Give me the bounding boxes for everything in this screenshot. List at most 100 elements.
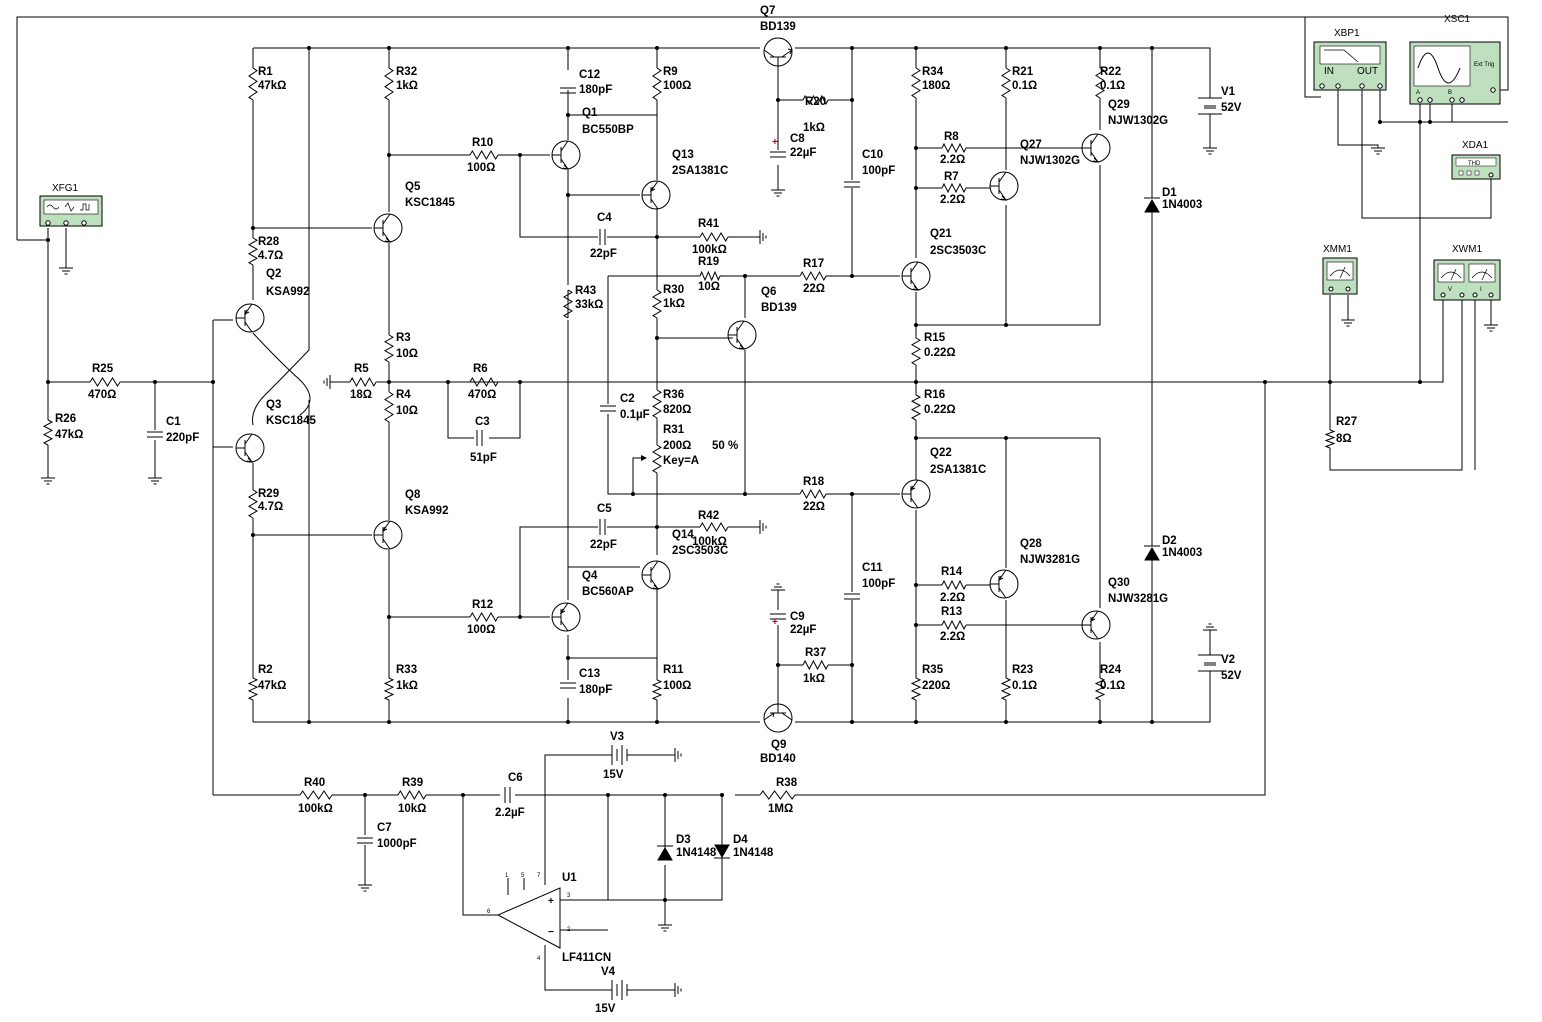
label-q28-ref: Q28 (1020, 538, 1042, 550)
label-r42-value: 100kΩ (692, 536, 727, 548)
label-c3-value: 51pF (470, 452, 497, 464)
instrument-xbp1[interactable] (1313, 41, 1387, 91)
label-c10-value: 100pF (862, 165, 895, 177)
label-r39-value: 10kΩ (398, 803, 426, 815)
xsc1-label: XSC1 (1444, 14, 1471, 25)
label-r18-ref: R18 (803, 476, 825, 488)
xwm1-i: I (1480, 287, 1482, 293)
label-r37-ref: R37 (805, 647, 826, 659)
label-q29-value: NJW1302G (1108, 115, 1168, 127)
label-r24-ref: R24 (1100, 664, 1122, 676)
svg-text:+: + (772, 137, 778, 148)
label-c10-ref: C10 (862, 149, 883, 161)
label-r18-value: 22Ω (803, 501, 825, 513)
label-r1-ref: R1 (258, 66, 273, 78)
xmm1-label: XMM1 (1323, 244, 1352, 255)
junction-dots (46, 46, 1432, 902)
instrument-xmm1[interactable] (1322, 257, 1358, 295)
label-q5-ref: Q5 (405, 181, 421, 193)
label-d2-ref: D2 (1162, 535, 1177, 547)
label-r19-value: 10Ω (698, 281, 720, 293)
label-c1-ref: C1 (166, 416, 181, 428)
label-c8-ref: C8 (790, 133, 805, 145)
label-r31-value: 200Ω (663, 440, 691, 452)
label-q13-value: 2SA1381C (672, 165, 728, 177)
label-r41-value: 100kΩ (692, 244, 727, 256)
transistors (235, 37, 1111, 733)
label-c11-ref: C11 (862, 562, 883, 574)
label-q2-ref: Q2 (266, 268, 281, 280)
label-q6-ref: Q6 (761, 286, 776, 298)
label-r6-value: 470Ω (468, 389, 496, 401)
label-r36-value: 820Ω (663, 404, 691, 416)
label-r34-value: 180Ω (922, 80, 950, 92)
vertical-resistors (42, 67, 1336, 701)
label-q13-ref: Q13 (672, 149, 694, 161)
label-r28-ref: R28 (258, 236, 280, 248)
instrument-xda1[interactable] (1451, 154, 1501, 180)
label-r22-value: 0.1Ω (1100, 80, 1125, 92)
label-r7-value: 2.2Ω (940, 194, 965, 206)
label-r25-value: 470Ω (88, 389, 116, 401)
label-r35-value: 220Ω (922, 680, 950, 692)
label-r14-value: 2.2Ω (940, 592, 965, 604)
label-c9-ref: C9 (790, 611, 805, 623)
label-r30-ref: R30 (663, 284, 684, 296)
label-c9-value: 22µF (790, 624, 816, 636)
label-q21-value: 2SC3503C (930, 245, 986, 257)
label-c6-ref: C6 (508, 772, 523, 784)
instrument-xsc1[interactable] (1409, 41, 1501, 105)
instrument-xfg1[interactable] (39, 195, 103, 227)
label-q1-value: BC550BP (582, 124, 634, 136)
label-c11-value: 100pF (862, 578, 895, 590)
label-v2-value: 52V (1221, 670, 1242, 682)
label-r17-ref: R17 (803, 258, 824, 270)
label-r4-value: 10Ω (396, 405, 418, 417)
u1-pin4: 4 (537, 956, 541, 962)
label-r5-ref: R5 (354, 363, 369, 375)
u1-pin3: 3 (567, 893, 571, 899)
label-d2-value: 1N4003 (1162, 547, 1202, 559)
label-r8-ref: R8 (944, 131, 959, 143)
u1-pin7: 7 (537, 873, 541, 879)
label-r29-ref: R29 (258, 488, 279, 500)
label-c4-ref: C4 (597, 212, 612, 224)
label-r33-value: 1kΩ (396, 680, 418, 692)
label-q4-ref: Q4 (582, 570, 598, 582)
label-v1-ref: V1 (1221, 86, 1236, 98)
label-r22-ref: R22 (1100, 66, 1121, 78)
component-labels: Q7BD139Q9BD140Q1BC550BPQ4BC560APQ2KSA992… (55, 5, 1357, 1015)
label-r19-ref: R19 (698, 256, 719, 268)
label-r30-value: 1kΩ (663, 298, 685, 310)
label-q22-value: 2SA1381C (930, 464, 986, 476)
label-c12-value: 180pF (579, 84, 612, 96)
label-r32-value: 1kΩ (396, 80, 418, 92)
label-r3-value: 10Ω (396, 348, 418, 360)
label-q6-value: BD139 (761, 302, 797, 314)
label-r11-value: 100Ω (663, 680, 691, 692)
label-r23-ref: R23 (1012, 664, 1033, 676)
label-r27-value: 8Ω (1336, 433, 1352, 445)
xbp1-in: IN (1324, 66, 1334, 77)
label-c13-value: 180pF (579, 684, 612, 696)
xwm1-v: V (1448, 287, 1452, 293)
label-c7-value: 1000pF (377, 838, 417, 850)
label-r15-value: 0.22Ω (924, 347, 956, 359)
op-amp-u1[interactable] (496, 887, 561, 949)
label-q29-ref: Q29 (1108, 99, 1130, 111)
label-r9-value: 100Ω (663, 80, 691, 92)
label-d3-ref: D3 (676, 834, 691, 846)
label-r43-ref: R43 (575, 285, 596, 297)
label-c6-value: 2.2µF (495, 807, 525, 819)
xsc1-a: A (1416, 90, 1420, 96)
label-v2-ref: V2 (1221, 654, 1235, 666)
label-r13-value: 2.2Ω (940, 631, 965, 643)
label-q7-ref: Q7 (760, 5, 775, 17)
label-r34-ref: R34 (922, 66, 944, 78)
label-r1-value: 47kΩ (258, 80, 286, 92)
label-q1-ref: Q1 (582, 107, 598, 119)
label-r41-ref: R41 (698, 218, 720, 230)
xsc1-ext: Ext Trig (1474, 62, 1494, 68)
label-r2-ref: R2 (258, 664, 273, 676)
instrument-xwm1[interactable] (1433, 259, 1501, 301)
